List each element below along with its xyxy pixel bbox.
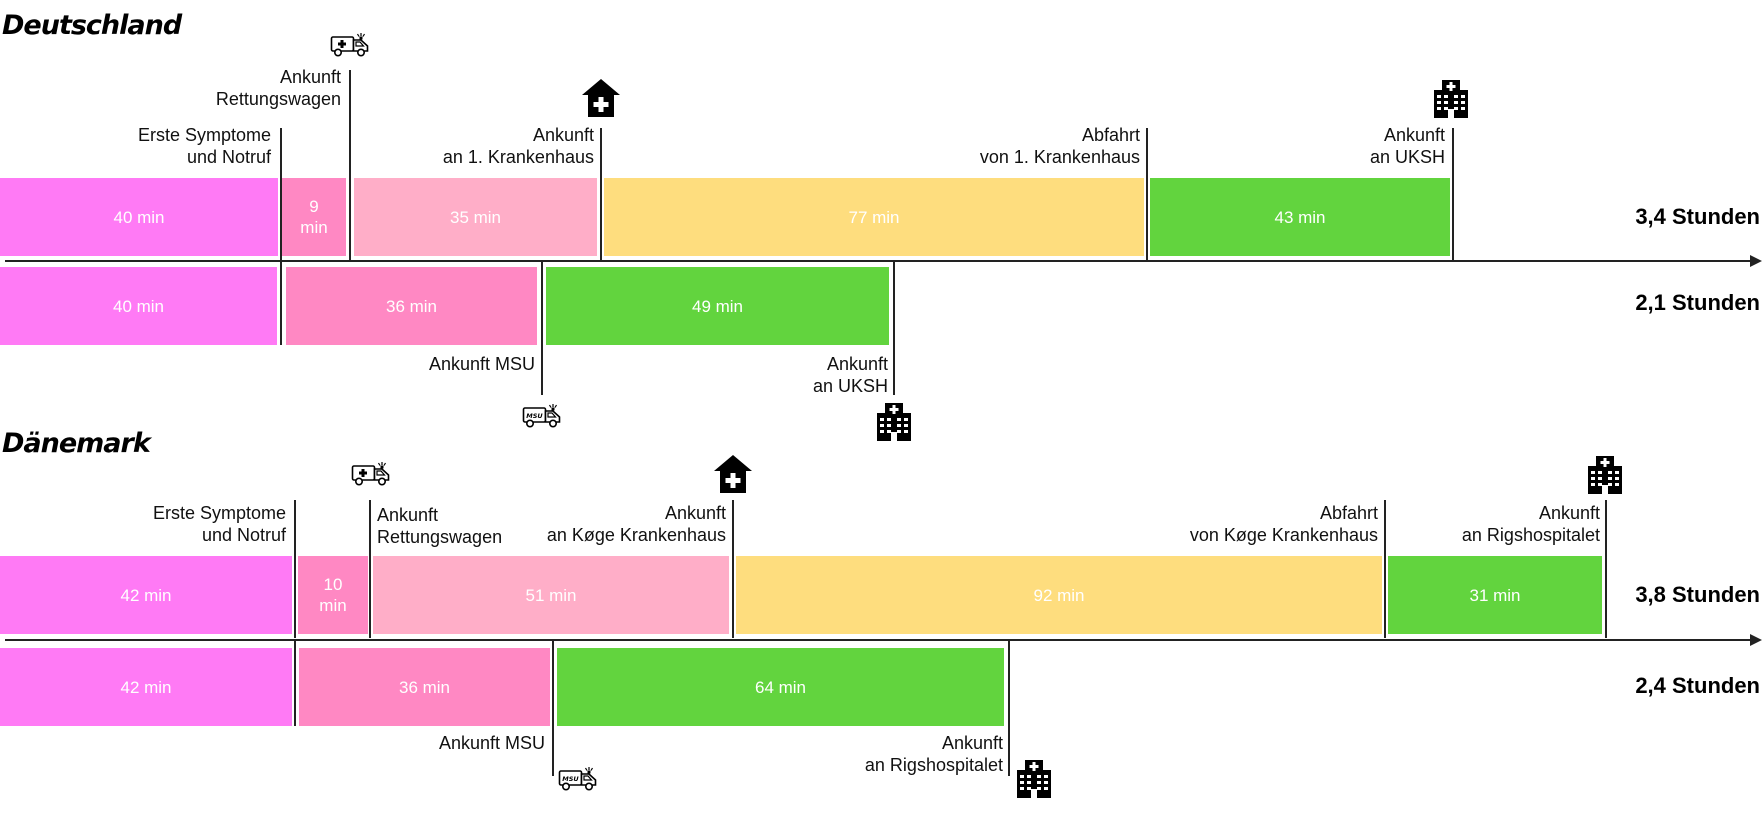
local-hospital-icon: [581, 78, 621, 118]
marker-label: Erste Symptome und Notruf: [137, 125, 271, 167]
section-title-daenemark: Dänemark: [2, 428, 151, 459]
axis-arrow-icon: [1750, 634, 1762, 646]
marker-label: Ankunft an 1. Krankenhaus: [442, 125, 594, 167]
timeline-segment: 51 min: [373, 556, 729, 634]
hospital-building-icon: [876, 401, 912, 441]
ambulance-icon: [330, 30, 370, 58]
timeline-segment: 40 min: [0, 178, 278, 256]
total-duration: 2,1 Stunden: [1635, 290, 1760, 315]
total-duration: 2,4 Stunden: [1635, 673, 1760, 698]
marker-label: Ankunft an Rigshospitalet: [864, 733, 1003, 775]
timeline-segment: 10 min: [298, 556, 368, 634]
marker-line: [1605, 500, 1607, 638]
timeline-segment: 42 min: [0, 556, 292, 634]
msu-ambulance-icon: [558, 764, 598, 792]
timeline-segment: 36 min: [286, 267, 537, 345]
marker-label: Ankunft Rettungswagen: [377, 505, 503, 547]
timeline-segment: 36 min: [299, 648, 550, 726]
marker-line: [369, 500, 371, 638]
marker-line: [349, 70, 351, 260]
marker-line: [552, 641, 554, 776]
hospital-building-icon: [1587, 454, 1623, 494]
time-axis: [5, 639, 1750, 641]
time-axis: [5, 260, 1750, 262]
ambulance-icon: [351, 459, 391, 487]
timeline-segment: 43 min: [1150, 178, 1450, 256]
section-title-deutschland: Deutschland: [2, 10, 182, 41]
local-hospital-icon: [713, 454, 753, 494]
timeline-segment: 92 min: [736, 556, 1382, 634]
timeline-segment: 40 min: [0, 267, 277, 345]
hospital-building-icon: [1016, 758, 1052, 798]
marker-label: Ankunft an UKSH: [812, 354, 888, 396]
marker-line: [893, 262, 895, 395]
marker-label: Ankunft Rettungswagen: [215, 67, 341, 109]
marker-label: Ankunft an UKSH: [1369, 125, 1445, 167]
marker-label: Abfahrt von 1. Krankenhaus: [979, 125, 1140, 167]
timeline-segment: 42 min: [0, 648, 292, 726]
marker-line: [1146, 128, 1148, 260]
timeline-segment: 64 min: [557, 648, 1004, 726]
marker-label: Ankunft MSU: [438, 733, 545, 753]
marker-line: [732, 500, 734, 638]
marker-label: Abfahrt von Køge Krankenhaus: [1189, 503, 1378, 545]
marker-line: [1384, 500, 1386, 638]
timeline-segment: 35 min: [354, 178, 597, 256]
axis-arrow-icon: [1750, 255, 1762, 267]
marker-label: Erste Symptome und Notruf: [152, 503, 286, 545]
marker-line: [1008, 641, 1010, 776]
marker-line: [280, 128, 282, 260]
marker-line: [294, 641, 296, 726]
marker-label: Ankunft MSU: [428, 354, 535, 374]
marker-line: [1452, 128, 1454, 260]
total-duration: 3,4 Stunden: [1635, 204, 1760, 229]
marker-line: [280, 262, 282, 345]
marker-line: [541, 262, 543, 395]
timeline-segment: 77 min: [604, 178, 1144, 256]
timeline-segment: 9 min: [282, 178, 346, 256]
marker-line: [294, 500, 296, 638]
hospital-building-icon: [1433, 78, 1469, 118]
timeline-segment: 49 min: [546, 267, 889, 345]
marker-line: [600, 128, 602, 260]
total-duration: 3,8 Stunden: [1635, 582, 1760, 607]
marker-label: Ankunft an Rigshospitalet: [1461, 503, 1600, 545]
timeline-segment: 31 min: [1388, 556, 1602, 634]
marker-label: Ankunft an Køge Krankenhaus: [546, 503, 726, 545]
msu-ambulance-icon: [522, 401, 562, 429]
